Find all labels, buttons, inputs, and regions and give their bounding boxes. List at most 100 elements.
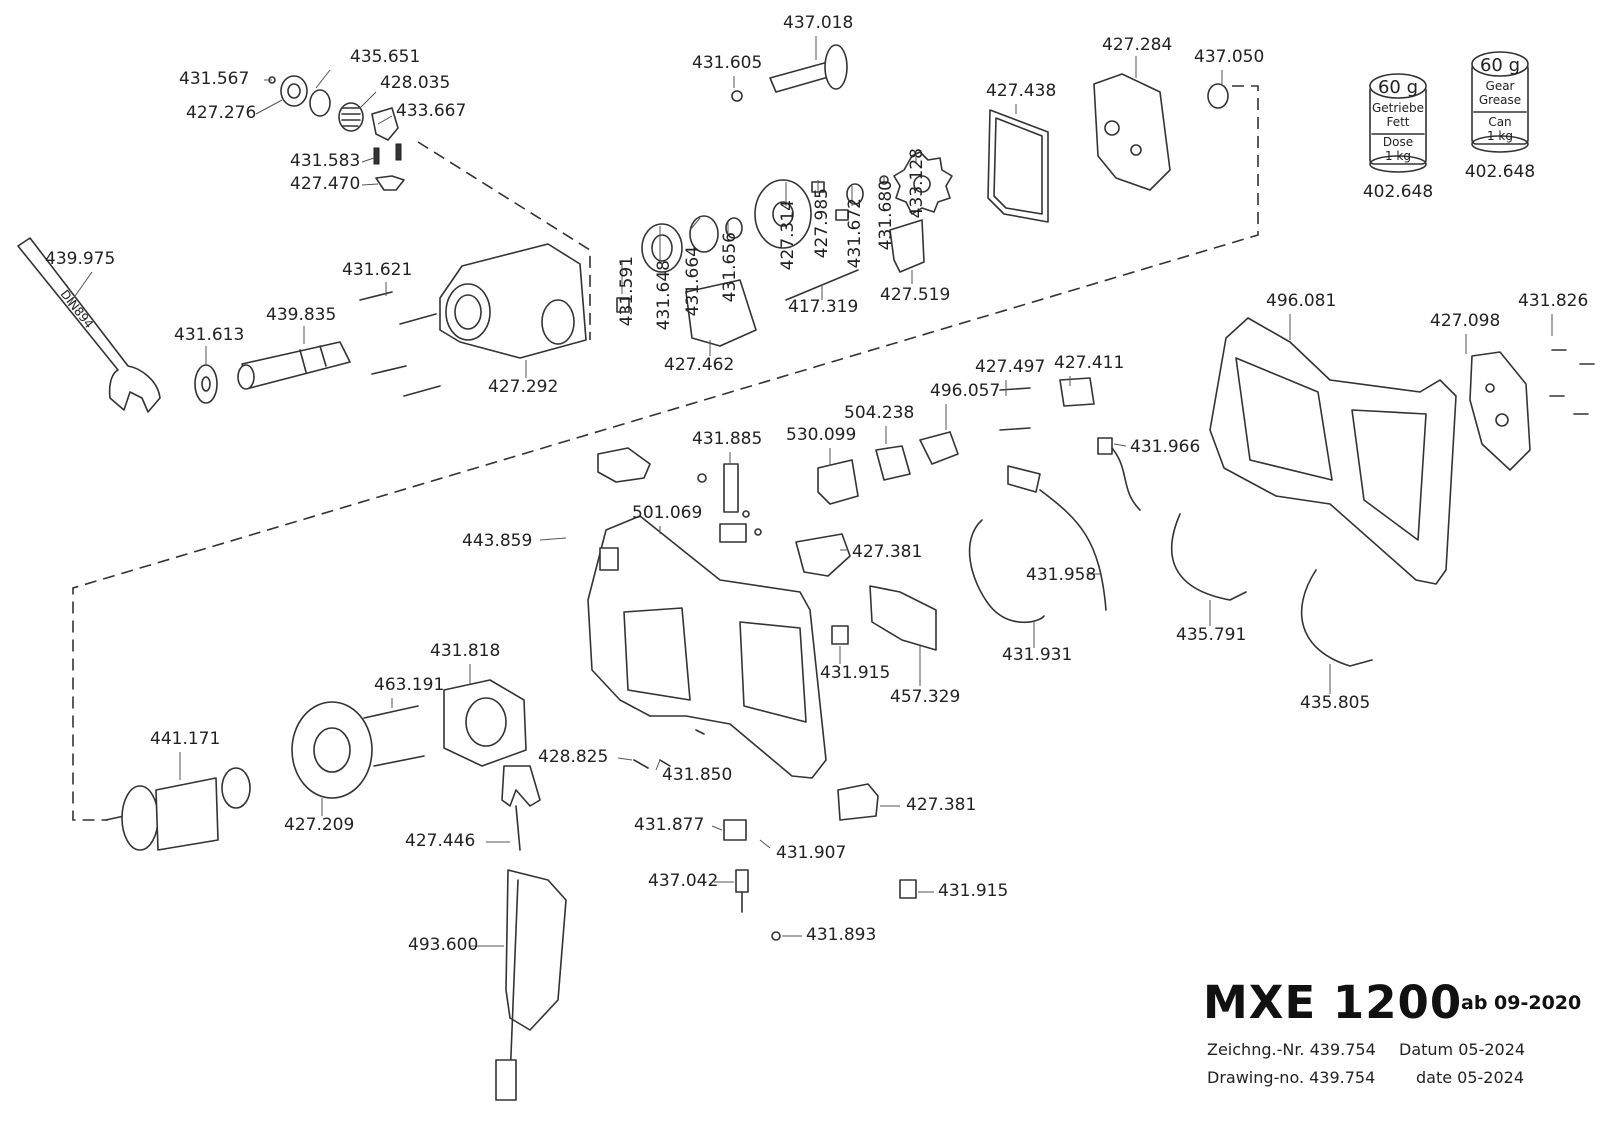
leader-line <box>255 99 283 115</box>
part-number-label: 431.958 <box>1026 565 1096 585</box>
part-number-label: 427.292 <box>488 377 558 397</box>
part-number-label: 427.985 <box>812 188 832 258</box>
grease-can-en: 60 g Gear Grease Can 1 kg 402.648 <box>1465 51 1535 182</box>
can-en-weight: 60 g <box>1480 55 1520 76</box>
leader-line <box>539 537 567 541</box>
part-number-label: 427.381 <box>852 542 922 562</box>
leader-line <box>655 759 661 771</box>
can-de-line4: 1 kg <box>1385 149 1411 163</box>
can-de-line3: Dose <box>1383 135 1413 149</box>
part-number-label: 431.885 <box>692 429 762 449</box>
part-number-label: 427.411 <box>1054 353 1124 373</box>
part-number-label: 431.931 <box>1002 645 1072 665</box>
part-number-label: 437.018 <box>783 13 853 33</box>
stator-illustration <box>363 679 527 767</box>
part-number-label: 431.915 <box>938 881 1008 901</box>
part-number-label: 435.651 <box>350 47 420 67</box>
part-number-label: 431.680 <box>876 180 896 250</box>
part-number-label: 431.850 <box>662 765 732 785</box>
clutch-cap-illustration <box>268 75 405 191</box>
part-number-label: 427.276 <box>186 103 256 123</box>
part-number-label: 427.098 <box>1430 311 1500 331</box>
gasket-illustration <box>987 109 1049 223</box>
part-number-label: 496.081 <box>1266 291 1336 311</box>
part-number-label: 501.069 <box>632 503 702 523</box>
leader-line <box>711 825 723 831</box>
part-number-label: 431.877 <box>634 815 704 835</box>
part-number-label: 427.446 <box>405 831 475 851</box>
part-number-label: 427.438 <box>986 81 1056 101</box>
leader-line <box>67 271 93 307</box>
part-number-label: 496.057 <box>930 381 1000 401</box>
part-number-label: 431.583 <box>290 151 360 171</box>
part-number-label: 431.656 <box>720 232 740 302</box>
part-number-label: 431.621 <box>342 260 412 280</box>
part-number-label: 431.591 <box>617 256 637 326</box>
part-number-label: 504.238 <box>844 403 914 423</box>
part-number-label: 417.319 <box>788 297 858 317</box>
part-number-label: 431.907 <box>776 843 846 863</box>
leader-line <box>359 91 377 109</box>
assembly-dashed-line <box>72 85 1259 821</box>
assembly-dashed-line <box>417 141 591 340</box>
date-en: date 05-2024 <box>1416 1068 1525 1087</box>
switch-parts-illustration <box>597 377 1373 667</box>
handle-frame-illustration <box>1209 317 1457 585</box>
part-number-label: 427.284 <box>1102 35 1172 55</box>
part-number-label: 431.605 <box>692 53 762 73</box>
drawing-number-de: Zeichng.-Nr. 439.754 <box>1207 1040 1376 1059</box>
armature-illustration <box>105 767 251 851</box>
grease-can-de: 60 g Getriebe Fett Dose 1 kg 402.648 <box>1363 73 1433 202</box>
leader-line <box>377 115 393 125</box>
motor-housing-illustration <box>587 515 827 779</box>
part-number-label: 437.050 <box>1194 47 1264 67</box>
fan-baffle-illustration <box>291 701 373 799</box>
part-number-label: 428.035 <box>380 73 450 93</box>
part-number-label: 427.462 <box>664 355 734 375</box>
can-en-line4: 1 kg <box>1487 129 1513 143</box>
part-number-label: 443.859 <box>462 531 532 551</box>
can-de-part-no: 402.648 <box>1363 182 1433 202</box>
model-from-date: ab 09-2020 <box>1461 992 1582 1014</box>
side-cover-illustration <box>1469 349 1595 471</box>
part-number-label: 435.805 <box>1300 693 1370 713</box>
part-number-label: 530.099 <box>786 425 856 445</box>
cable-illustration <box>495 765 567 1101</box>
part-number-label: 431.966 <box>1130 437 1200 457</box>
part-number-label: 427.314 <box>778 200 798 270</box>
part-number-label: 431.672 <box>845 198 865 268</box>
can-en-line2: Grease <box>1479 93 1521 107</box>
part-number-label: 457.329 <box>890 687 960 707</box>
leader-line <box>315 69 331 89</box>
part-number-label: 431.664 <box>683 246 703 316</box>
part-number-label: 493.600 <box>408 935 478 955</box>
part-number-label: 427.519 <box>880 285 950 305</box>
part-number-label: 427.209 <box>284 815 354 835</box>
gear-shaft-illustration <box>616 44 953 347</box>
leader-line <box>1113 443 1127 447</box>
part-number-label: 439.975 <box>45 249 115 269</box>
can-de-line2: Fett <box>1386 115 1409 129</box>
part-number-label: 431.818 <box>430 641 500 661</box>
leader-line <box>689 217 701 231</box>
can-en-line3: Can <box>1488 115 1511 129</box>
can-en-part-no: 402.648 <box>1465 162 1535 182</box>
part-number-label: 463.191 <box>374 675 444 695</box>
leader-line <box>617 757 633 761</box>
part-number-label: 433.667 <box>396 101 466 121</box>
can-en-line1: Gear <box>1486 79 1515 93</box>
part-number-label: 435.791 <box>1176 625 1246 645</box>
switch-cover-illustration <box>795 533 937 651</box>
can-de-weight: 60 g <box>1378 77 1418 98</box>
drawing-number-en: Drawing-no. 439.754 <box>1207 1068 1376 1087</box>
gear-cover-illustration <box>1093 73 1229 191</box>
brush-holder-illustration <box>633 729 917 941</box>
can-de-line1: Getriebe <box>1372 101 1424 115</box>
part-number-label: 433.128 <box>907 148 927 218</box>
part-number-label: 431.826 <box>1518 291 1588 311</box>
part-number-label: 437.042 <box>648 871 718 891</box>
leader-line <box>361 157 375 163</box>
